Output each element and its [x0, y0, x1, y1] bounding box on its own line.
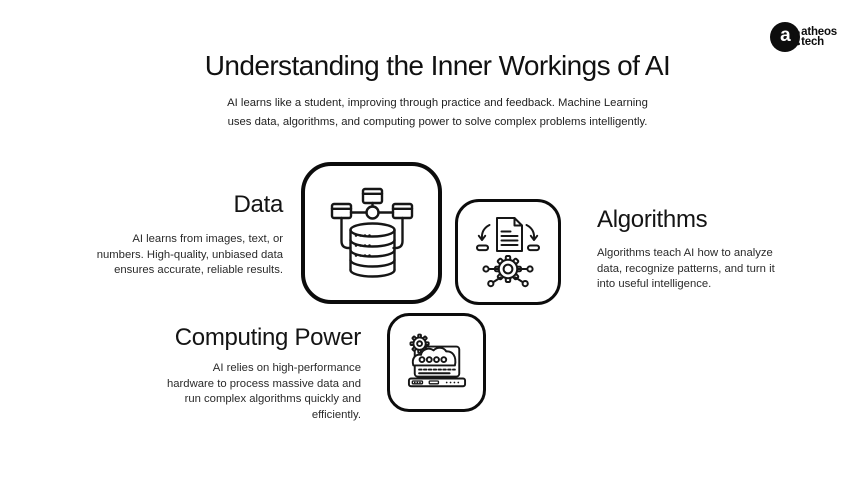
card-algorithms: [455, 199, 561, 305]
laptop-cloud-gear-icon: [407, 333, 466, 387]
subtitle-line-2: uses data, algorithms, and computing pow…: [227, 115, 648, 128]
subtitle-line-1: AI learns like a student, improving thro…: [227, 97, 648, 109]
logo-wordmark: atheos tech: [801, 25, 837, 48]
description-line: numbers. High-quality, unbiased data: [96, 248, 283, 261]
logo-word-1: atheos: [801, 25, 837, 38]
logo-letter-a: a: [770, 22, 801, 52]
logo-letter-t: t: [791, 21, 800, 51]
section-data-title: Data: [233, 191, 284, 218]
logo-word-2: tech: [801, 36, 824, 48]
description-line: AI relies on high-performance: [212, 362, 361, 374]
page-title: Understanding the Inner Workings of AI: [204, 50, 671, 81]
section-algorithms: Algorithms Algorithms teach AI how to an…: [597, 206, 822, 293]
logo-mark: a t: [770, 21, 801, 52]
description-line: run complex algorithms quickly and: [184, 393, 361, 406]
section-computing-power-description: AI relies on high-performance hardware t…: [111, 361, 361, 423]
card-data: [301, 162, 442, 304]
section-computing-power: Computing Power AI relies on high-perfor…: [111, 324, 361, 423]
section-data-description: AI learns from images, text, or numbers.…: [43, 232, 283, 279]
page-subtitle: AI learns like a student, improving thro…: [25, 94, 850, 131]
database-network-icon: [330, 187, 413, 278]
description-line: efficiently.: [311, 408, 361, 421]
description-line: hardware to process massive data and: [166, 377, 361, 390]
document-to-gear-icon: [476, 216, 540, 287]
section-algorithms-description: Algorithms teach AI how to analyze data,…: [597, 246, 822, 293]
description-line: data, recognize patterns, and turn it: [597, 262, 775, 275]
description-line: Algorithms teach AI how to analyze: [597, 247, 773, 259]
card-computing-power: [387, 313, 486, 412]
description-line: ensures accurate, reliable results.: [114, 264, 283, 277]
section-computing-power-title: Computing Power: [174, 324, 362, 351]
description-line: AI learns from images, text, or: [132, 233, 283, 245]
section-algorithms-title: Algorithms: [597, 206, 708, 233]
brand-logo: a t atheos tech: [770, 22, 837, 52]
description-line: into useful intelligence.: [597, 278, 712, 291]
section-data: Data AI learns from images, text, or num…: [43, 191, 284, 279]
